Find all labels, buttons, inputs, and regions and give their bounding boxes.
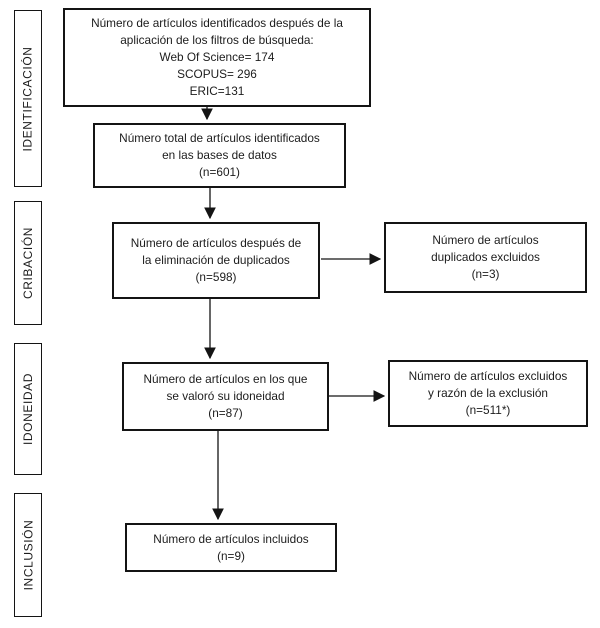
stage-box-eligibility: IDONEIDAD xyxy=(14,343,42,475)
stage-label-identification: IDENTIFICACIÓN xyxy=(21,45,36,152)
stage-box-screening: CRIBACIÓN xyxy=(14,201,42,325)
stage-box-identification: IDENTIFICACIÓN xyxy=(14,10,42,187)
stage-box-inclusion: INCLUSIÓN xyxy=(14,493,42,617)
stage-label-inclusion: INCLUSIÓN xyxy=(21,519,35,591)
box-included: Número de artículos incluidos (n=9) xyxy=(125,523,337,572)
box-excluded-with-reason: Número de artículos excluidos y razón de… xyxy=(388,360,588,427)
box-duplicates-excluded: Número de artículos duplicados excluidos… xyxy=(384,222,587,293)
box-eligibility-assessed: Número de artículos en los que se valoró… xyxy=(122,362,329,431)
box-after-deduplication: Número de artículos después de la elimin… xyxy=(112,222,320,299)
box-identified-after-filters: Número de artículos identificados despué… xyxy=(63,8,371,107)
stage-label-eligibility: IDONEIDAD xyxy=(21,372,36,446)
stage-label-screening: CRIBACIÓN xyxy=(21,226,36,300)
box-total-identified: Número total de artículos identificados … xyxy=(93,123,346,188)
